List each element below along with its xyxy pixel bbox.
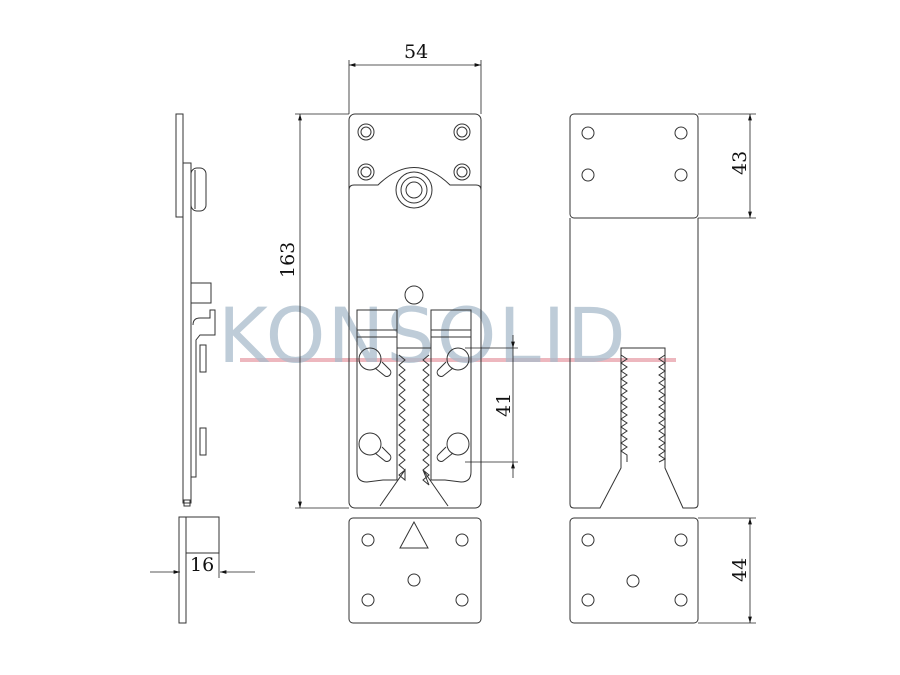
dimension-bottom-plate: 44 <box>729 558 751 582</box>
dimension-thickness: 16 <box>190 554 214 576</box>
dimension-width: 54 <box>404 41 428 63</box>
dimension-top-plate: 43 <box>729 151 751 175</box>
front-view: 54 163 41 <box>277 41 518 624</box>
svg-text:KONSOLID: KONSOLID <box>218 291 628 380</box>
watermark-logo: KONSOLID <box>218 291 676 380</box>
mounting-holes <box>357 123 471 181</box>
rear-view: 43 44 <box>569 113 756 624</box>
side-view: 16 <box>150 113 255 624</box>
dimension-slot: 41 <box>493 393 515 417</box>
dimension-height: 163 <box>277 242 299 278</box>
